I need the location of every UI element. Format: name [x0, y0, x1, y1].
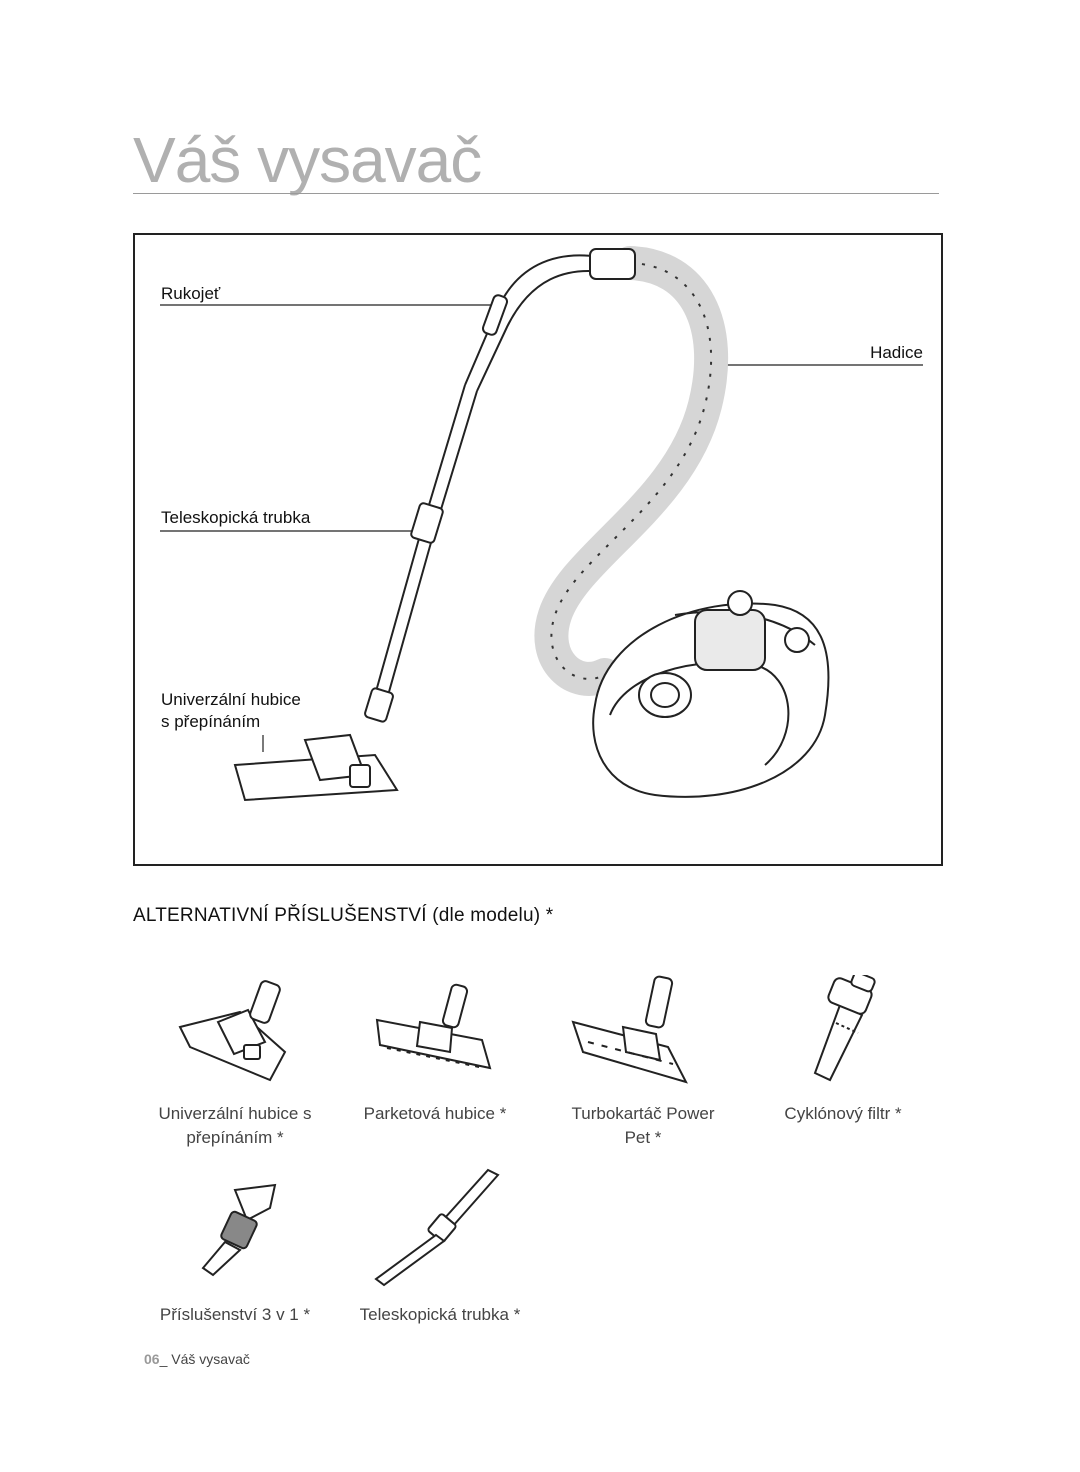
- three-in-one-tool-icon: [201, 1183, 277, 1277]
- footer-section: Váš vysavač: [171, 1351, 250, 1367]
- caption-line1: Příslušenství 3 v 1 *: [159, 1305, 311, 1324]
- title-divider: [133, 193, 939, 194]
- nozzle-label-line2: s přepínáním: [161, 712, 261, 731]
- vacuum-diagram-frame: [133, 233, 943, 866]
- parquet-nozzle-icon: [375, 983, 492, 1070]
- vacuum-cleaner-illustration: [160, 246, 923, 802]
- caption-line1: Parketová hubice *: [363, 1104, 507, 1123]
- telescopic-tube-icon: [374, 1168, 500, 1287]
- nozzle-label: Univerzální hubice s přepínáním: [161, 689, 301, 733]
- caption-line1: Cyklónový filtr *: [784, 1104, 902, 1123]
- turbo-brush-icon: [571, 975, 688, 1084]
- caption-line2: přepínáním *: [186, 1128, 284, 1147]
- accessory-caption-parquet-nozzle: Parketová hubice *: [340, 1102, 530, 1126]
- page-footer: 06_ Váš vysavač: [144, 1351, 250, 1367]
- hose-label: Hadice: [870, 343, 923, 362]
- accessory-caption-cyclone-filter: Cyklónový filtr *: [748, 1102, 938, 1126]
- footer-separator: _: [159, 1351, 172, 1367]
- page-number: 06: [144, 1351, 160, 1367]
- caption-line2: Pet *: [624, 1128, 662, 1147]
- hose-drawing: [534, 246, 729, 696]
- nozzle-label-line1: Univerzální hubice: [161, 690, 301, 709]
- vacuum-body-drawing: [592, 590, 830, 798]
- universal-nozzle-icon: [178, 980, 287, 1082]
- caption-line1: Turbokartáč Power: [571, 1104, 715, 1123]
- handle-label: Rukojeť: [161, 284, 221, 303]
- accessory-caption-turbo-brush: Turbokartáč Power Pet *: [548, 1102, 738, 1150]
- page-title: Váš vysavač: [133, 124, 482, 196]
- wand-drawing: [364, 248, 636, 723]
- accessory-caption-universal-nozzle: Univerzální hubice s přepínáním *: [140, 1102, 330, 1150]
- caption-line1: Teleskopická trubka *: [359, 1305, 521, 1324]
- cyclone-filter-icon: [813, 975, 876, 1082]
- caption-line1: Univerzální hubice s: [158, 1104, 312, 1123]
- accessory-caption-three-in-one: Příslušenství 3 v 1 *: [140, 1303, 330, 1327]
- accessory-caption-telescopic-tube: Teleskopická trubka *: [340, 1303, 540, 1327]
- telescopic-tube-label: Teleskopická trubka: [161, 508, 311, 527]
- accessories-heading: ALTERNATIVNÍ PŘÍSLUŠENSTVÍ (dle modelu) …: [133, 905, 554, 926]
- floor-nozzle-drawing: [233, 733, 399, 802]
